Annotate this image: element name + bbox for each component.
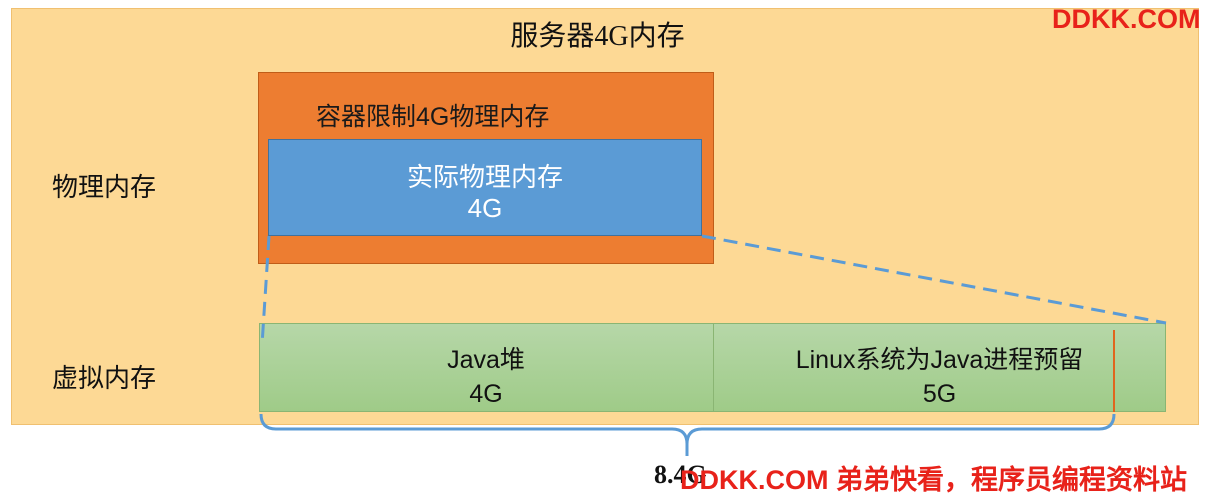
actual-memory-title: 实际物理内存	[406, 162, 563, 192]
dashed-connector-right	[701, 234, 1167, 325]
watermark-top: DDKK.COM	[1052, 4, 1201, 34]
server-title: 服务器4G内存	[510, 21, 685, 52]
limit-marker-line	[1113, 330, 1115, 412]
virtual-memory-label: 虚拟内存	[52, 363, 157, 393]
linux-reserved-size: 5G	[922, 380, 957, 408]
linux-reserved-segment: Linux系统为Java进程预留 5G	[713, 340, 1166, 409]
linux-reserved-title: Linux系统为Java进程预留	[795, 346, 1084, 374]
watermark-bottom: DDKK.COM 弟弟快看，程序员编程资料站	[680, 465, 1187, 495]
java-heap-size: 4G	[469, 380, 503, 408]
dashed-connector-left	[260, 235, 271, 346]
curly-brace	[259, 413, 1116, 456]
container-limit-label: 容器限制4G物理内存	[316, 103, 550, 131]
java-heap-title: Java堆	[447, 346, 525, 374]
physical-memory-label: 物理内存	[52, 172, 157, 202]
virtual-memory-bar	[259, 323, 1166, 412]
virtual-segment-divider	[713, 324, 714, 412]
actual-memory-size: 4G	[467, 193, 503, 223]
actual-physical-memory-box: 实际物理内存 4G	[268, 139, 702, 236]
java-heap-segment: Java堆 4G	[259, 340, 713, 409]
total-size-label: 8.4G	[654, 460, 707, 489]
